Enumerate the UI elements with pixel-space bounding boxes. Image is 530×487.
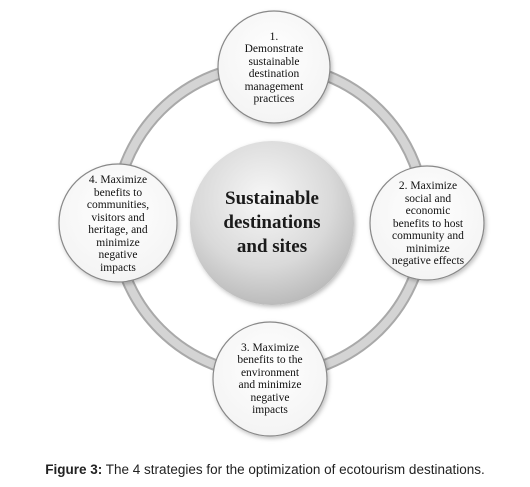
strategy-cycle-diagram: Sustainable destinations and sites 1. De… [58, 10, 485, 437]
node-4-label: 4. Maximize benefits to communities, vis… [86, 174, 150, 274]
node-4-circle [58, 163, 178, 283]
node-2-circle [369, 165, 485, 281]
node-1-circle [217, 10, 331, 124]
center-circle [190, 141, 354, 305]
node-3-label: 3. Maximize benefits to the environment … [237, 341, 303, 417]
figure-caption-label: Figure 3: [45, 462, 103, 477]
diagram-graphics [58, 10, 485, 437]
node-1-label: 1. Demonstrate sustainable destination m… [244, 30, 304, 106]
figure-caption: Figure 3: The 4 strategies for the optim… [0, 462, 530, 477]
center-label: Sustainable destinations and sites [223, 188, 321, 257]
figure-caption-text: The 4 strategies for the optimization of… [102, 462, 485, 477]
node-2-label: 2. Maximize social and economic benefits… [391, 180, 465, 268]
node-3-circle [212, 321, 328, 437]
